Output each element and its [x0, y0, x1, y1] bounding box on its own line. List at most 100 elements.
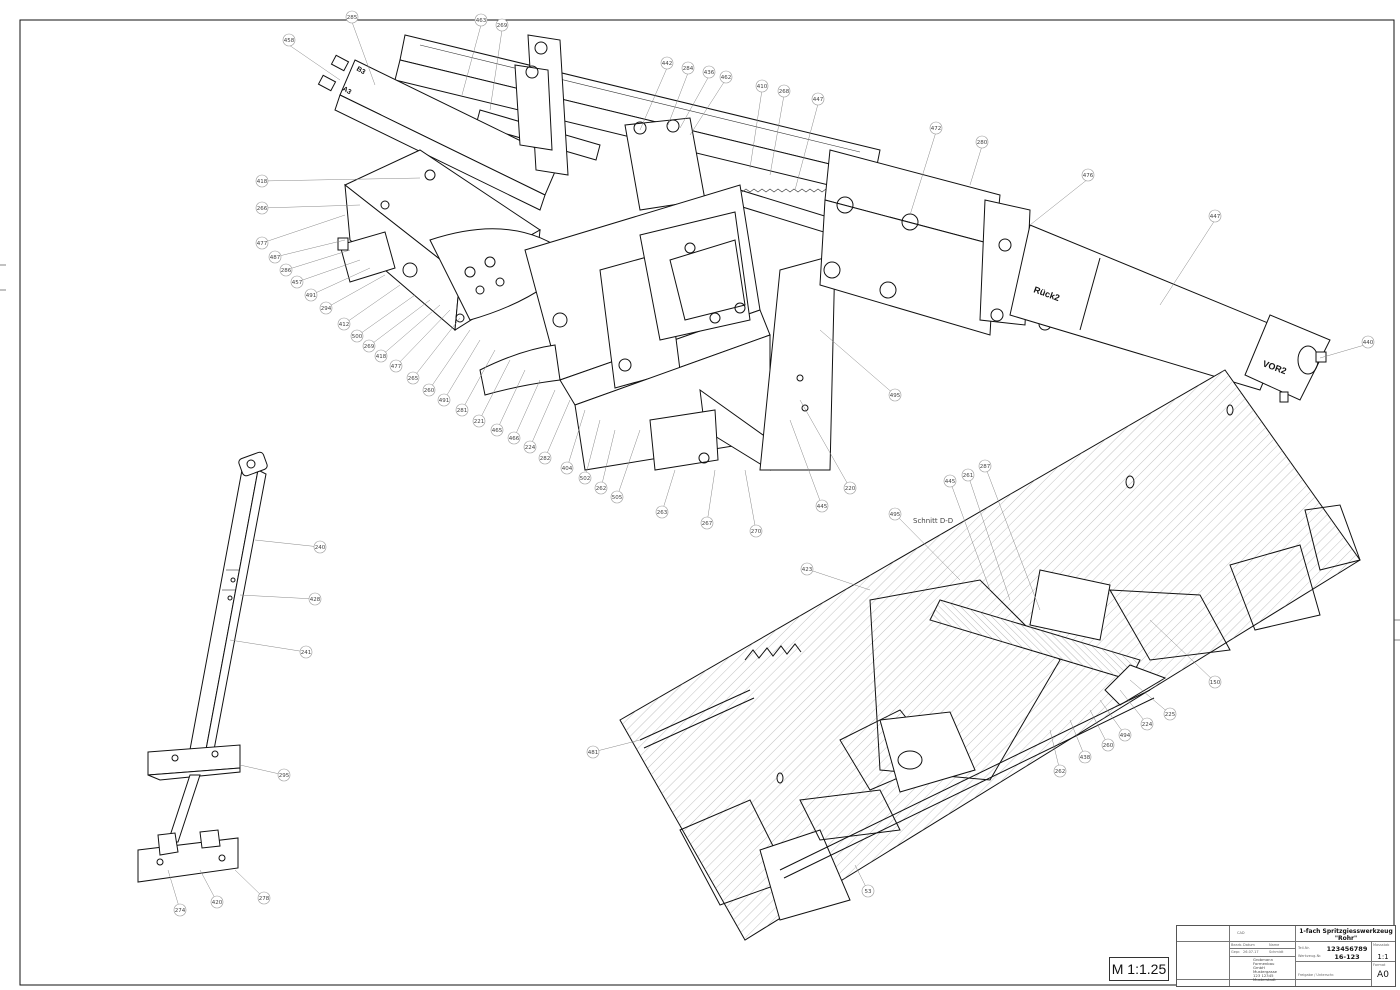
tb-format-value: A0 [1377, 970, 1389, 980]
balloon: 447 [811, 92, 825, 106]
svg-text:266: 266 [257, 206, 268, 212]
svg-text:477: 477 [257, 241, 268, 247]
balloon: 410 [755, 79, 769, 93]
svg-text:477: 477 [391, 364, 402, 370]
svg-text:295: 295 [279, 773, 290, 779]
balloon: 286 [279, 263, 293, 277]
svg-text:418: 418 [376, 354, 387, 360]
balloon: 263 [655, 505, 669, 519]
balloon: 438 [1078, 750, 1092, 764]
balloon: 465 [490, 423, 504, 437]
svg-text:420: 420 [212, 900, 223, 906]
svg-text:260: 260 [1103, 743, 1114, 749]
svg-text:224: 224 [525, 445, 536, 451]
svg-text:466: 466 [509, 436, 520, 442]
balloon: 266 [255, 201, 269, 215]
balloon: 463 [474, 13, 488, 27]
balloon: 462 [719, 70, 733, 84]
balloon: 262 [594, 481, 608, 495]
svg-text:404: 404 [562, 466, 573, 472]
svg-text:495: 495 [890, 512, 901, 518]
svg-text:263: 263 [657, 510, 668, 516]
balloon: 260 [422, 383, 436, 397]
svg-text:262: 262 [596, 486, 607, 492]
balloon: 500 [350, 329, 364, 343]
balloon: 445 [815, 499, 829, 513]
section-view-d-d: Schnitt D-D [619, 369, 1361, 941]
balloon: 477 [255, 236, 269, 250]
fitting-b3-label: B3 [355, 66, 366, 77]
sheet-border [19, 19, 1395, 986]
balloon: 284 [681, 61, 695, 75]
svg-text:262: 262 [1055, 769, 1066, 775]
balloon: 287 [978, 459, 992, 473]
tb-title-line2: "Rohr" [1334, 935, 1358, 942]
balloon: 472 [929, 121, 943, 135]
svg-text:285: 285 [347, 15, 358, 21]
svg-text:491: 491 [306, 293, 317, 299]
balloon: 447 [1208, 209, 1222, 223]
lever-assembly-view [137, 451, 268, 883]
svg-text:265: 265 [408, 376, 419, 382]
svg-text:282: 282 [540, 456, 551, 462]
tb-freigabe-label: Freigabe / Unterschr. [1298, 973, 1335, 977]
tb-drawing-number: 123456789 [1326, 945, 1368, 953]
svg-text:269: 269 [364, 344, 375, 350]
balloon: 260 [1101, 738, 1115, 752]
balloon: 285 [345, 10, 359, 24]
balloon: 261 [961, 468, 975, 482]
svg-text:438: 438 [1080, 755, 1091, 761]
tb-name-label: Name [1269, 943, 1280, 947]
balloon: 428 [308, 592, 322, 606]
balloon: 262 [1053, 764, 1067, 778]
balloon: 53 [861, 884, 875, 898]
tb-bearb-label: Bearb. [1231, 943, 1243, 947]
tb-cad-label: CAD [1237, 931, 1245, 935]
svg-text:260: 260 [424, 388, 435, 394]
balloon: 440 [1361, 335, 1375, 349]
balloon: 466 [507, 431, 521, 445]
tb-tool-number: 16-123 [1334, 953, 1360, 961]
svg-text:294: 294 [321, 306, 332, 312]
tb-datum-label: Datum [1243, 943, 1255, 947]
svg-text:465: 465 [492, 428, 503, 434]
isometric-assembly-view: B3 A3 [317, 34, 1331, 471]
balloon: 269 [362, 339, 376, 353]
svg-text:241: 241 [301, 650, 312, 656]
svg-text:494: 494 [1120, 733, 1131, 739]
balloon: 418 [255, 174, 269, 188]
svg-text:270: 270 [751, 529, 762, 535]
balloon: 491 [304, 288, 318, 302]
tb-gepr-label: Gepr. [1231, 950, 1241, 954]
svg-text:287: 287 [980, 464, 991, 470]
balloon: 295 [277, 768, 291, 782]
svg-text:221: 221 [474, 419, 485, 425]
balloon: 418 [374, 349, 388, 363]
section-label: Schnitt D-D [913, 517, 953, 525]
balloon: 476 [1081, 168, 1095, 182]
scale-label: M 1:1.25 [1109, 957, 1169, 981]
balloon: 412 [337, 317, 351, 331]
balloon: 457 [290, 275, 304, 289]
balloon: 423 [800, 562, 814, 576]
tb-teil-label: Teil-Nr. [1298, 946, 1310, 950]
balloon: 269 [495, 18, 509, 32]
balloon: 268 [777, 84, 791, 98]
fitting-a3-label: A3 [341, 86, 352, 97]
tb-werkzeug-label: Werkzeug-Nr. [1298, 954, 1322, 958]
svg-text:284: 284 [683, 66, 694, 72]
balloon: 294 [319, 301, 333, 315]
svg-text:412: 412 [339, 322, 350, 328]
svg-text:458: 458 [284, 38, 295, 44]
balloon: 282 [538, 451, 552, 465]
svg-text:476: 476 [1083, 173, 1094, 179]
balloon: 436 [702, 65, 716, 79]
balloon: 281 [455, 403, 469, 417]
svg-text:457: 457 [292, 280, 303, 286]
svg-text:500: 500 [352, 334, 363, 340]
svg-text:150: 150 [1210, 680, 1221, 686]
svg-text:442: 442 [662, 61, 673, 67]
svg-text:428: 428 [310, 597, 321, 603]
balloon: 150 [1208, 675, 1222, 689]
title-block: CAD Bearb. Datum Name Gepr. 26.07.17 Sch… [1176, 925, 1396, 987]
